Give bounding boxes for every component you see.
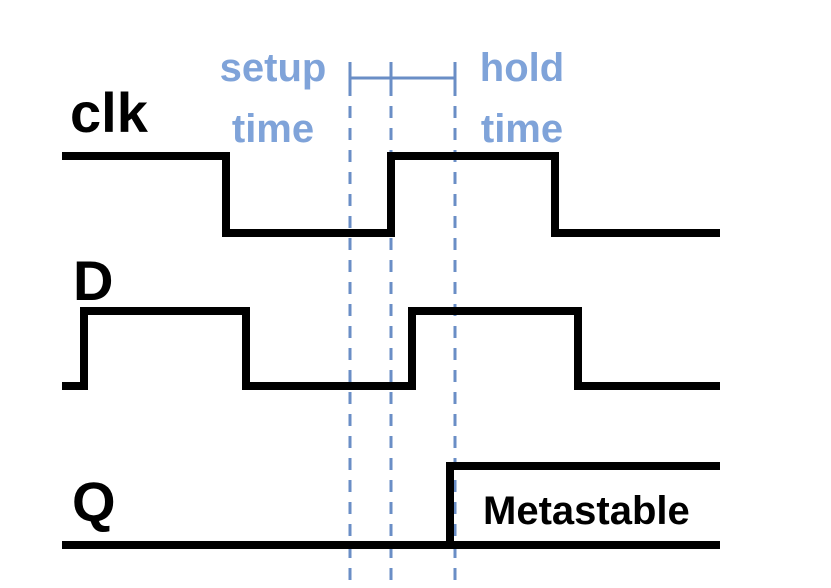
- q-signal-label: Q: [72, 470, 116, 533]
- setup-time-label-line2: time: [232, 107, 314, 151]
- d-signal-label: D: [73, 249, 113, 312]
- d-waveform: [62, 307, 720, 390]
- setup-time-label-line1: setup: [220, 46, 327, 90]
- clk-waveform: [62, 152, 720, 237]
- q-waveform: [62, 462, 720, 549]
- metastable-label: Metastable: [483, 489, 690, 533]
- clk-signal-label: clk: [70, 81, 149, 144]
- hold-time-label-line1: hold: [480, 46, 564, 90]
- hold-time-label-line2: time: [481, 107, 563, 151]
